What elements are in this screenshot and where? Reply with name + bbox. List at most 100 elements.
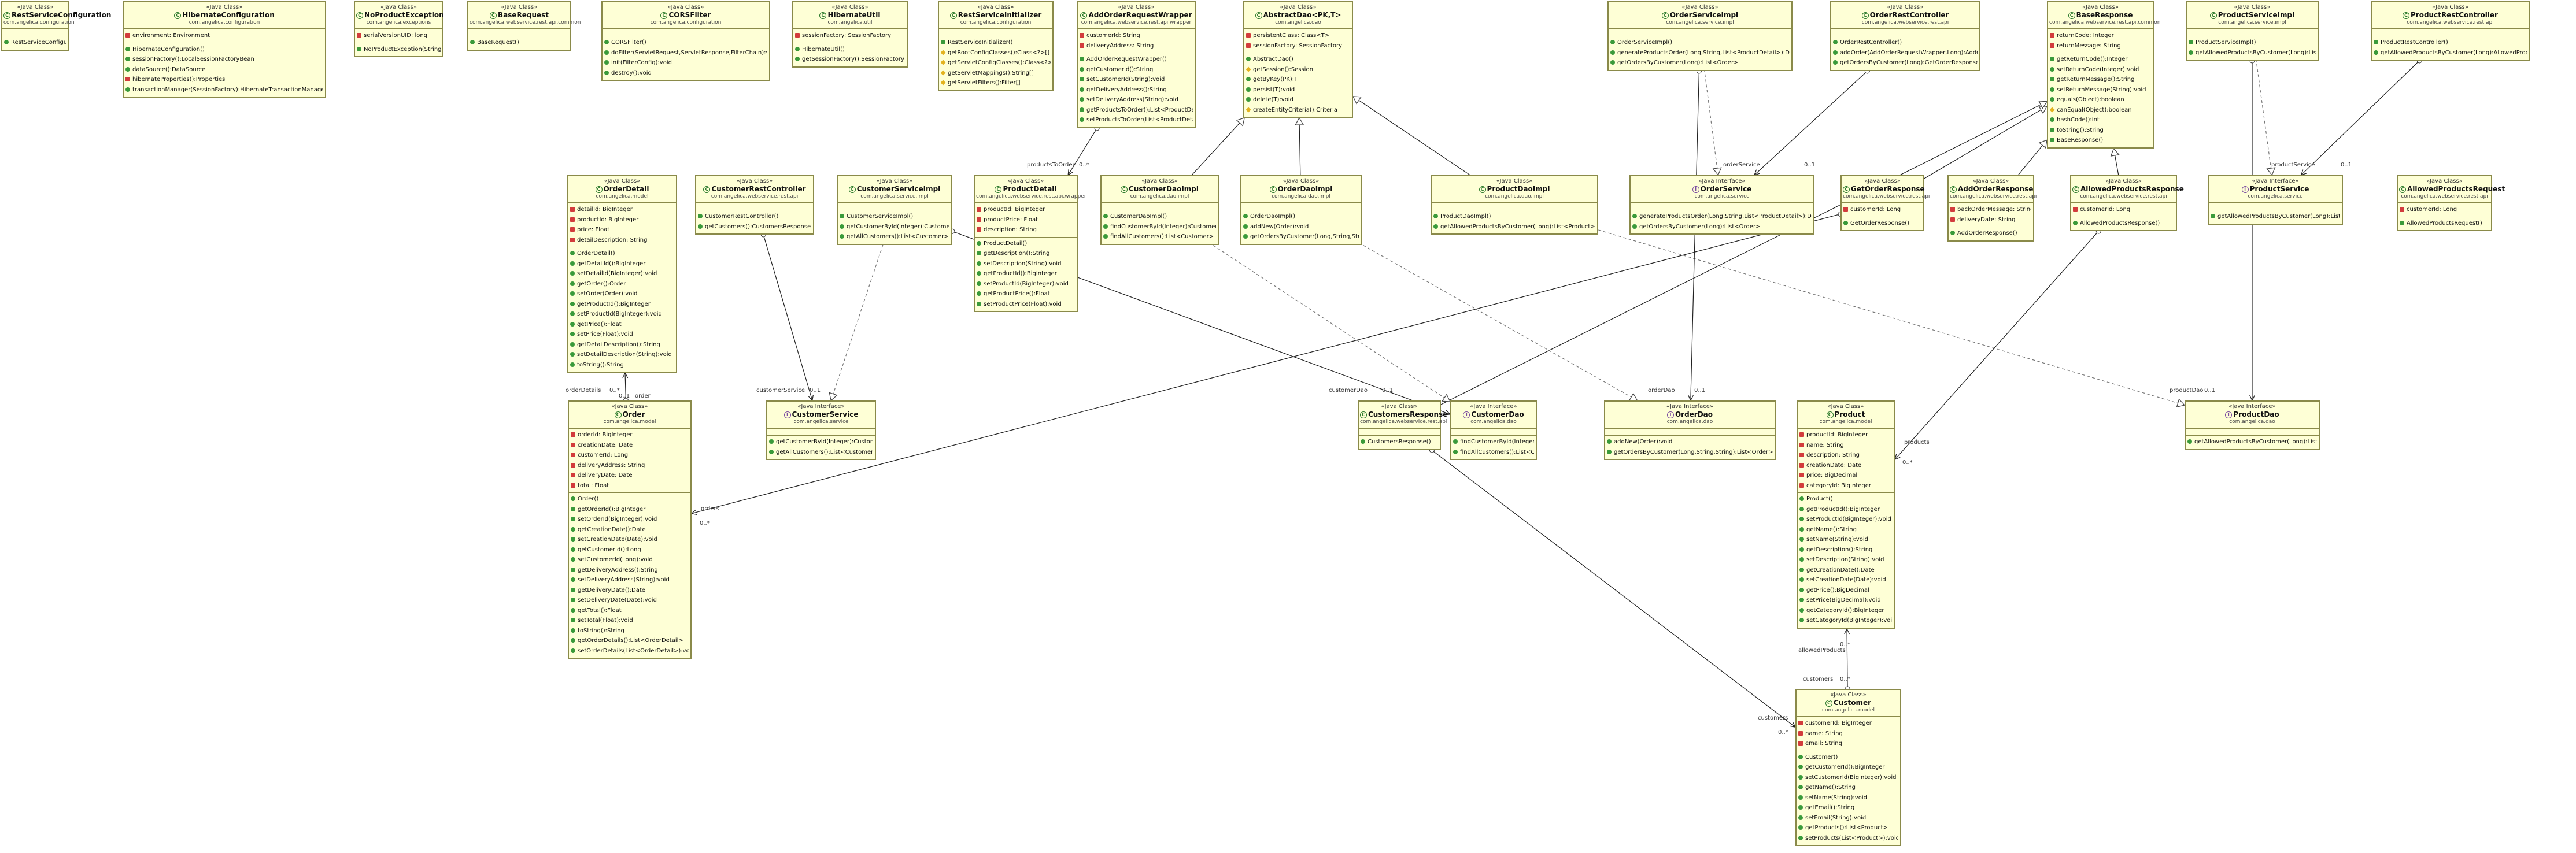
operation[interactable]: getDeliveryDate():Date [571,585,689,596]
operation[interactable]: addOrder(AddOrderRequestWrapper,Long):Ad… [1833,48,1978,58]
operation[interactable]: toString():String [570,360,674,370]
attribute[interactable]: customerId: Long [2073,205,2174,215]
operation[interactable]: setProductPrice(Float):void [977,299,1075,310]
operation[interactable]: getByKey(PK):T [1246,75,1350,85]
operation[interactable]: sessionFactory():LocalSessionFactoryBean [125,54,323,65]
operation[interactable]: addNew(Order):void [1607,437,1773,447]
operation[interactable]: getAllowedProductsByCustomer(Long):List<… [2187,437,2317,447]
operation[interactable]: generateProductsOrder(Long,String,List<P… [1610,48,1790,58]
attribute[interactable]: price: BigDecimal [1799,470,1892,481]
operation[interactable]: findCustomerById(Integer):Customer [1103,222,1216,232]
attribute[interactable]: returnCode: Integer [2050,31,2151,41]
operation[interactable]: getCreationDate():Date [1799,565,1892,576]
operation[interactable]: dataSource():DataSource [125,65,323,75]
operation[interactable]: getAllowedProductsByCustomer(Long):List<… [2211,212,2340,222]
attribute[interactable]: productId: BigInteger [977,205,1075,215]
operation[interactable]: setDeliveryAddress(String):void [571,575,689,585]
operation[interactable]: generateProductsOrder(Long,String,List<P… [1632,212,1812,222]
operation[interactable]: GetOrderResponse() [1843,218,1921,229]
operation[interactable]: getServletFilters():Filter[] [941,78,1051,88]
operation[interactable]: getOrdersByCustomer(Long,String,String):… [1607,447,1773,458]
operation[interactable]: setCreationDate(Date):void [1799,575,1892,585]
attribute[interactable]: environment: Environment [125,31,323,41]
attribute[interactable]: description: String [1799,450,1892,461]
operation[interactable]: HibernateUtil() [795,44,905,55]
operation[interactable]: getCustomerId():String [1080,65,1193,75]
attribute[interactable]: customerId: String [1080,31,1193,41]
operation[interactable]: HibernateConfiguration() [125,44,323,55]
attribute[interactable]: customerId: Long [2400,205,2489,215]
operation[interactable]: setDeliveryAddress(String):void [1080,95,1193,105]
operation[interactable]: getDeliveryAddress():String [571,565,689,576]
operation[interactable]: createEntityCriteria():Criteria [1246,105,1350,116]
attribute[interactable]: sessionFactory: SessionFactory [1246,41,1350,51]
attribute[interactable]: name: String [1798,729,1898,739]
operation[interactable]: findCustomerById(Integer):Customer [1453,437,1534,447]
operation[interactable]: getCategoryId():BigInteger [1799,606,1892,616]
attribute[interactable]: creationDate: Date [571,440,689,451]
operation[interactable]: getProductId():BigInteger [977,269,1075,279]
operation[interactable]: Customer() [1798,752,1898,763]
operation[interactable]: getEmail():String [1798,803,1898,813]
operation[interactable]: ProductDaoImpl() [1433,212,1595,222]
operation[interactable]: findAllCustomers():List<Customer> [1103,232,1216,242]
operation[interactable]: getDeliveryAddress():String [1080,85,1193,95]
operation[interactable]: AddOrderRequestWrapper() [1080,54,1193,65]
operation[interactable]: addNew(Order):void [1243,222,1359,232]
operation[interactable]: persist(T):void [1246,85,1350,95]
operation[interactable]: hibernateProperties():Properties [125,75,323,85]
attribute[interactable]: productId: BigInteger [1799,430,1892,440]
operation[interactable]: toString():String [2050,125,2151,136]
operation[interactable]: AbstractDao() [1246,54,1350,65]
operation[interactable]: getOrdersByCustomer(Long):GetOrderRespon… [1833,58,1978,68]
attribute[interactable]: productPrice: Float [977,215,1075,225]
operation[interactable]: RestServiceConfiguration() [4,38,66,48]
operation[interactable]: ProductDetail() [977,239,1075,249]
operation[interactable]: setPrice(Float):void [570,329,674,340]
operation[interactable]: getCustomerById(Integer):Customer [769,437,873,447]
operation[interactable]: setProductId(BigInteger):void [977,279,1075,290]
operation[interactable]: getServletConfigClasses():Class<?>[] [941,58,1051,68]
operation[interactable]: CustomerServiceImpl() [840,212,949,222]
operation[interactable]: init(FilterConfig):void [604,58,767,68]
operation[interactable]: Product() [1799,494,1892,505]
operation[interactable]: setProductId(BigInteger):void [570,309,674,320]
operation[interactable]: getOrderDetails():List<OrderDetail> [571,636,689,646]
operation[interactable]: setProductsToOrder(List<ProductDetail>):… [1080,115,1193,125]
attribute[interactable]: deliveryDate: String [1950,215,2031,225]
operation[interactable]: getOrdersByCustomer(Long):List<Order> [1632,222,1812,232]
attribute[interactable]: sessionFactory: SessionFactory [795,31,905,41]
attribute[interactable]: orderId: BigInteger [571,430,689,440]
operation[interactable]: getDescription():String [1799,545,1892,555]
operation[interactable]: getSession():Session [1246,65,1350,75]
operation[interactable]: setCustomerId(Long):void [571,555,689,565]
operation[interactable]: getAllowedProductsByCustomer(Long):List<… [1433,222,1595,232]
operation[interactable]: getReturnCode():Integer [2050,54,2151,65]
operation[interactable]: getProductPrice():Float [977,289,1075,299]
operation[interactable]: equals(Object):boolean [2050,95,2151,105]
operation[interactable]: setProductId(BigInteger):void [1799,514,1892,525]
attribute[interactable]: name: String [1799,440,1892,451]
attribute[interactable]: customerId: Long [1843,205,1921,215]
operation[interactable]: AllowedProductsRequest() [2400,218,2489,229]
attribute[interactable]: deliveryDate: Date [571,470,689,481]
attribute[interactable]: productId: BigInteger [570,215,674,225]
